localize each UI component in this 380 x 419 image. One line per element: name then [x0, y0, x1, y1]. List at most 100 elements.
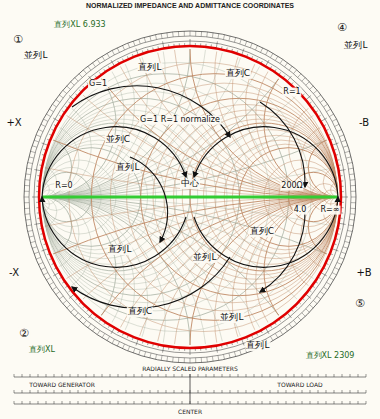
ruler-tick	[46, 401, 47, 404]
ruler-tick	[262, 390, 263, 393]
reactance-arc	[0, 197, 380, 419]
scale-tick	[75, 78, 78, 82]
handwritten-note: 直列L	[137, 63, 162, 73]
reactance-arc	[127, 0, 380, 197]
handwritten-note: G=1	[88, 80, 108, 89]
susceptance-arc	[0, 197, 289, 419]
scale-tick	[166, 33, 168, 38]
scale-tick	[351, 202, 356, 203]
scale-tick	[339, 257, 344, 259]
annotation-arcs	[42, 86, 338, 309]
scale-tick	[49, 109, 53, 112]
ruler-tick	[174, 390, 175, 393]
ruler-tick	[46, 390, 47, 393]
scale-tick	[52, 104, 56, 107]
reactance-arc	[0, 197, 380, 419]
handwritten-note: R=1	[282, 88, 301, 97]
scale-tick	[30, 151, 35, 152]
ruler-tick	[38, 390, 39, 393]
outer-scale	[24, 31, 356, 363]
ruler-tick	[286, 374, 287, 377]
susceptance-arc	[0, 0, 253, 197]
handwritten-note: 直列C	[127, 307, 153, 317]
annotation-arc	[72, 257, 230, 308]
ruler-tick	[142, 401, 143, 404]
ruler-tick	[158, 401, 159, 404]
reactance-arc	[308, 138, 367, 197]
scale-tick	[302, 78, 305, 82]
ruler-tick	[310, 401, 311, 404]
ruler-tick	[198, 374, 199, 377]
center-mark	[190, 374, 191, 404]
annotation-arc	[260, 207, 305, 292]
scale-tick	[52, 287, 56, 290]
scale-tick	[24, 197, 29, 198]
ruler-tick	[166, 390, 167, 393]
scale-tick	[298, 74, 301, 78]
scale-tick	[184, 31, 185, 36]
scale-tick	[280, 330, 283, 334]
scale-ring	[24, 31, 356, 363]
scale-tick	[172, 357, 174, 362]
scale-caption: TOWARD GENERATOR	[28, 382, 96, 389]
scale-tick	[38, 129, 43, 131]
ruler-tick	[70, 401, 71, 404]
reactance-arc	[215, 197, 380, 419]
scale-tick	[337, 129, 342, 131]
scale-tick	[56, 99, 60, 102]
scale-caption: TOWARD LOAD	[276, 382, 323, 389]
handwritten-note: 直列XL 6.933	[53, 21, 106, 30]
ruler-tick	[126, 401, 127, 404]
handwritten-note: 並列C	[105, 135, 131, 145]
scale-tick	[97, 330, 100, 334]
ruler-tick	[358, 401, 359, 404]
scale-tick	[117, 342, 119, 346]
scale-tick	[212, 356, 214, 361]
scale-tick	[59, 95, 63, 98]
reactance-arc	[215, 0, 380, 197]
ruler-tick	[94, 390, 95, 393]
ruler-tick	[174, 374, 175, 377]
scale-tick	[34, 252, 39, 254]
scale-tick	[43, 119, 47, 121]
scale-tick	[25, 213, 30, 215]
scale-ring	[34, 41, 346, 353]
ruler-tick	[30, 374, 31, 377]
ruler-tick	[38, 401, 39, 404]
scale-tick	[36, 135, 41, 137]
scale-tick	[32, 146, 37, 148]
handwritten-note: 直列L	[107, 245, 132, 255]
scale-tick	[349, 224, 354, 226]
scale-tick	[346, 157, 351, 158]
ruler-tick	[38, 374, 39, 377]
reactance-arc	[174, 197, 380, 419]
ruler-tick	[262, 401, 263, 404]
ruler-tick	[366, 401, 367, 404]
susceptance-arc	[0, 197, 165, 419]
scale-tick	[271, 53, 274, 57]
handwritten-note: 4.0	[293, 206, 308, 215]
ruler-tick	[206, 390, 207, 393]
ruler-tick	[214, 374, 215, 377]
ruler-tick	[62, 401, 63, 404]
ruler-tick	[54, 374, 55, 377]
ruler-tick	[238, 401, 239, 404]
scale-tick	[166, 356, 168, 361]
susceptance-arc	[0, 12, 135, 197]
ruler-tick	[350, 390, 351, 393]
ruler-tick	[102, 390, 103, 393]
scale-tick	[24, 185, 29, 186]
scale-tick	[139, 350, 141, 355]
scale-tick	[317, 95, 321, 98]
ruler-tick	[142, 374, 143, 377]
scale-tick	[107, 336, 110, 340]
scale-tick	[261, 48, 263, 52]
handwritten-note: R=0	[54, 182, 73, 191]
scale-tick	[46, 114, 50, 117]
ruler-tick	[14, 374, 15, 377]
scale-tick	[275, 334, 278, 338]
scale-tick	[67, 86, 71, 89]
ruler-tick	[222, 401, 223, 404]
ruler-tick	[94, 401, 95, 404]
scale-tick	[30, 241, 35, 242]
